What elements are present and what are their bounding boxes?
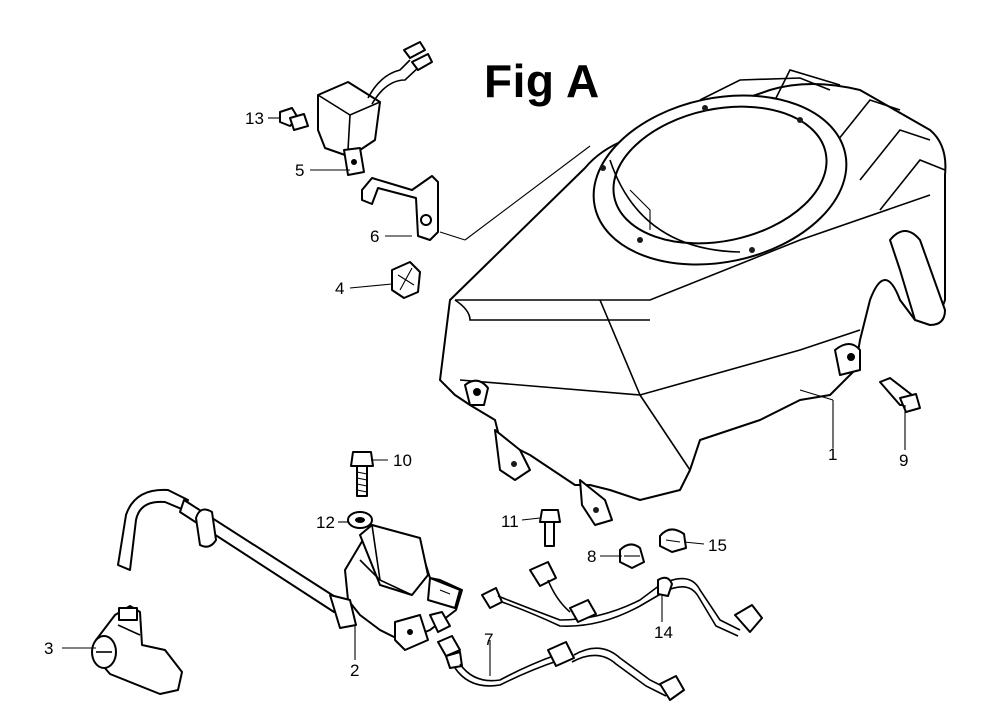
callout-7: 7 [484, 630, 493, 649]
callout-12: 12 [316, 513, 335, 532]
fan-shroud [439, 69, 947, 526]
ignition-coil [117, 488, 463, 651]
callout-8: 8 [587, 547, 596, 566]
wire-harness-14 [481, 561, 763, 637]
callout-2: 2 [350, 661, 359, 680]
callout-9: 9 [899, 451, 908, 470]
figure-title: Fig A [484, 55, 600, 107]
washer-12 [347, 511, 373, 529]
callout-1: 1 [828, 445, 837, 464]
callout-6: 6 [370, 227, 379, 246]
bracket-6 [361, 175, 439, 241]
bolt-10 [350, 451, 374, 497]
callout-13: 13 [245, 109, 264, 128]
callout-11: 11 [501, 512, 519, 531]
callout-numbers: 1 2 3 4 5 6 7 8 9 10 11 12 13 14 15 [44, 109, 908, 680]
callout-5: 5 [295, 161, 304, 180]
bolt-9 [879, 377, 921, 413]
leader-lines [62, 117, 906, 676]
clamp-8 [619, 543, 645, 569]
bolt-11 [539, 509, 561, 547]
wire-harness-7 [437, 635, 685, 701]
callout-3: 3 [44, 639, 53, 658]
clip-4 [391, 261, 421, 299]
screw-13 [279, 107, 309, 131]
callout-14: 14 [654, 623, 673, 642]
callout-15: 15 [708, 536, 727, 555]
spark-plug-cap [91, 605, 183, 695]
callout-10: 10 [393, 451, 412, 470]
callout-4: 4 [335, 279, 344, 298]
ignition-module [317, 41, 433, 176]
clamp-15 [659, 528, 687, 553]
